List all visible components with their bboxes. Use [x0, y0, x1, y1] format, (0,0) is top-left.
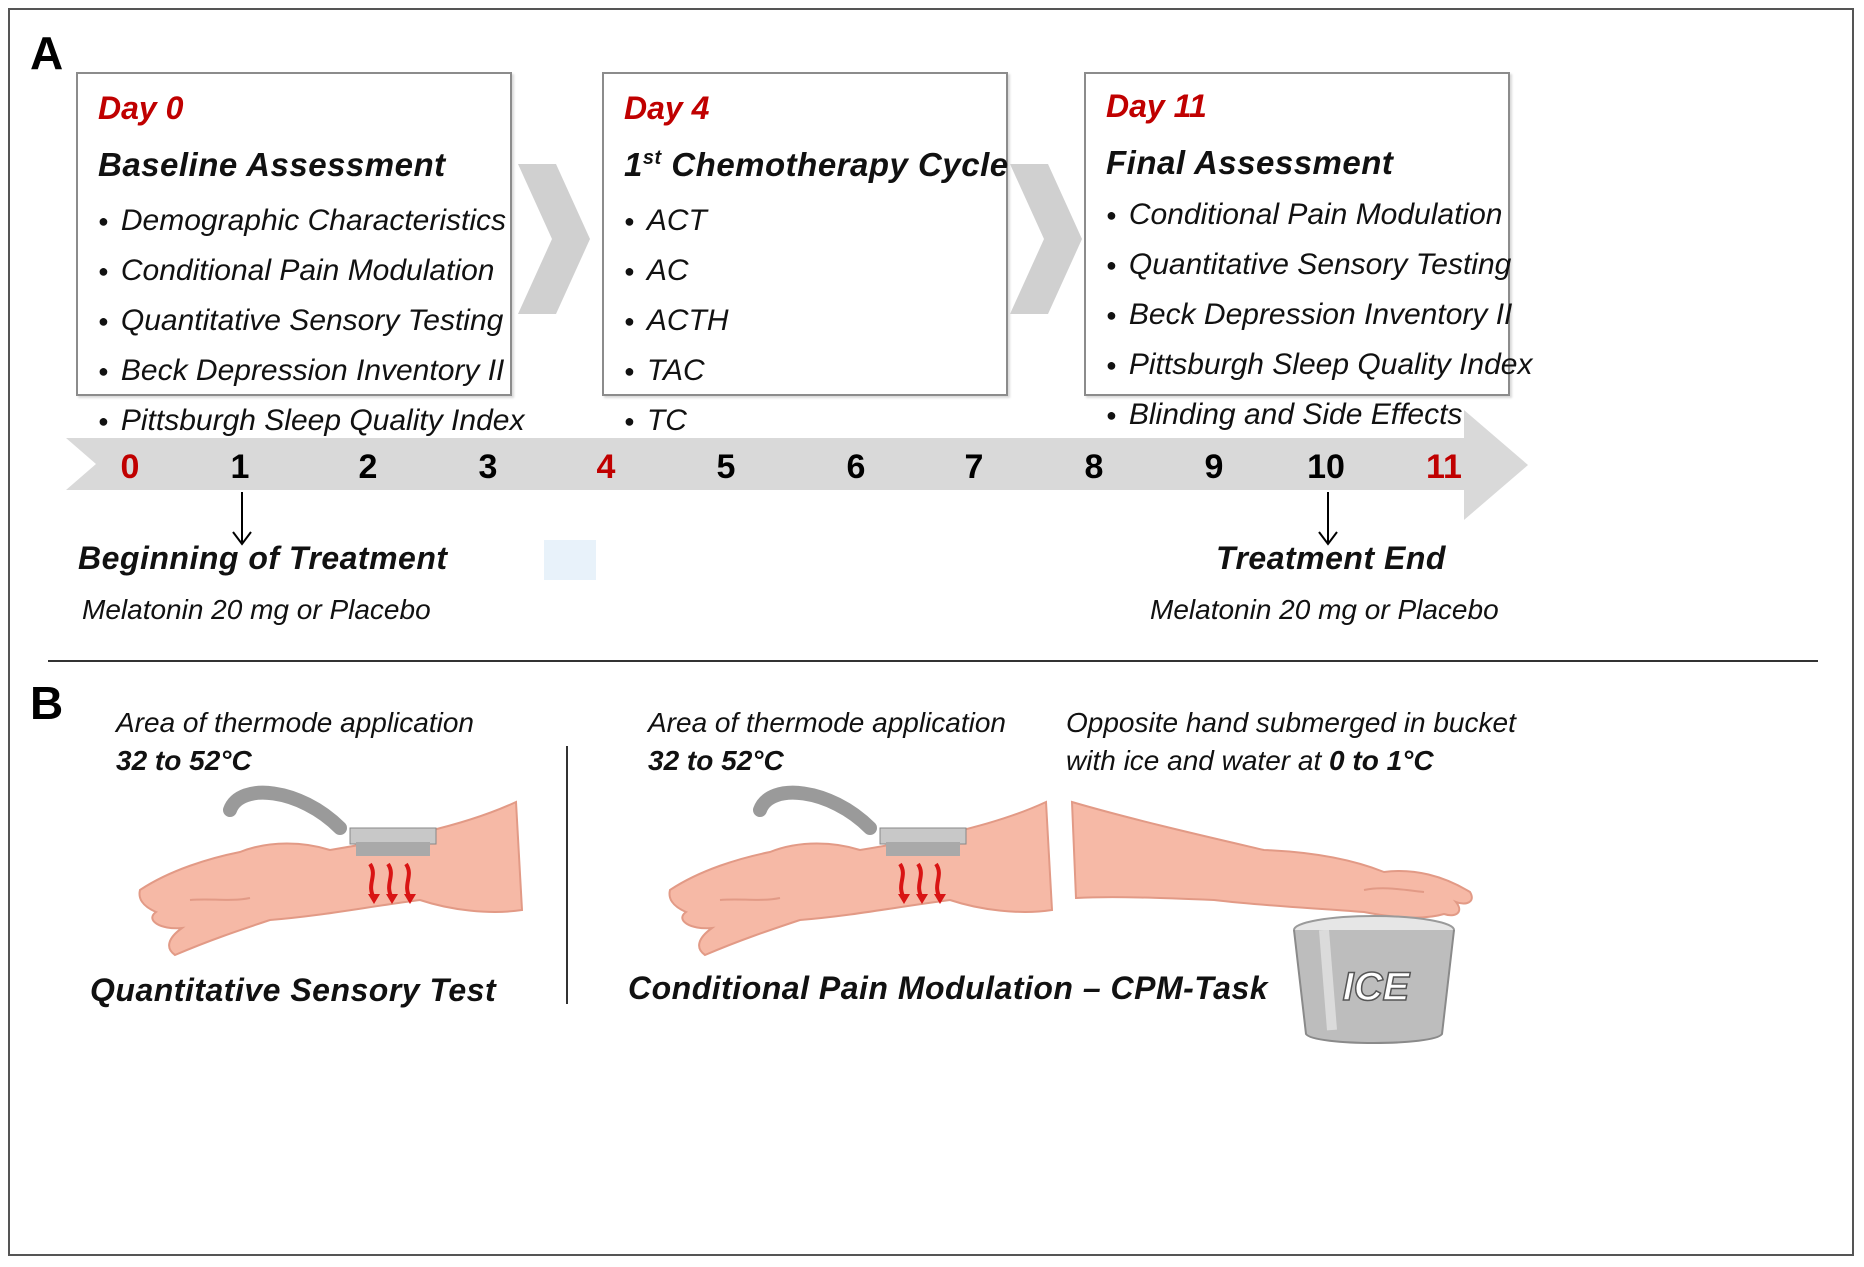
timeline-tick: 11 [1426, 448, 1462, 486]
panel-b-divider [566, 746, 568, 1004]
list-item: ACTH [624, 296, 729, 346]
arm-ice-bucket-illustration: ICE [1070, 800, 1473, 1044]
section-divider [48, 660, 1818, 662]
bucket-description: Opposite hand submerged in bucket with i… [1066, 707, 1516, 776]
cpm-caption: Conditional Pain Modulation – CPM-Task [628, 970, 1269, 1006]
treatment-start-title: Beginning of Treatment [78, 540, 448, 576]
highlight-rectangle [544, 540, 596, 580]
list-item: ACT [624, 196, 729, 246]
timeline-tick: 6 [846, 448, 866, 486]
timeline-tick: 8 [1084, 448, 1104, 486]
timeline-tick: 5 [716, 448, 736, 486]
list-item: AC [624, 246, 729, 296]
panel-a-label: A [30, 27, 64, 79]
cpm-area-label: Area of thermode application 32 to 52°C [648, 707, 1006, 776]
list-item: Conditional Pain Modulation [1106, 190, 1532, 240]
timeline-arrow [66, 410, 1528, 520]
timeline-tick: 2 [358, 448, 378, 486]
list-item: Pittsburgh Sleep Quality Index [1106, 340, 1533, 390]
list-item: Demographic Characteristics [98, 196, 524, 246]
treatment-end-subtitle: Melatonin 20 mg or Placebo [1150, 594, 1499, 625]
treatment-start-subtitle: Melatonin 20 mg or Placebo [82, 594, 431, 625]
timeline-tick: 4 [596, 448, 616, 486]
timeline-tick: 9 [1204, 448, 1224, 486]
down-arrow-icon [232, 492, 252, 546]
treatment-end-title: Treatment End [1216, 540, 1446, 576]
timeline-tick: 1 [230, 448, 250, 486]
list-item: Quantitative Sensory Testing [98, 296, 524, 346]
panel-b-label: B [30, 677, 64, 729]
timeline-tick: 0 [120, 448, 140, 486]
list-item: Blinding and Side Effects [1106, 390, 1532, 440]
list-item: Beck Depression Inventory II [1106, 290, 1532, 340]
day-11-heading: Final Assessment [1106, 144, 1394, 181]
down-arrow-icon [1318, 492, 1338, 546]
day-4-heading: 1st Chemotherapy Cycle [624, 146, 1009, 183]
day-4-box: Day 4 1st Chemotherapy Cycle ACT AC ACTH… [602, 72, 1009, 437]
bucket-label: ICE [1343, 965, 1411, 1009]
day-11-list: Conditional Pain Modulation Quantitative… [1106, 190, 1533, 440]
timeline-tick: 3 [478, 448, 498, 486]
qst-area-label: Area of thermode application 32 to 52°C [116, 707, 474, 776]
day-0-label: Day 0 [98, 90, 184, 126]
day-11-label: Day 11 [1106, 88, 1207, 124]
list-item: Beck Depression Inventory II [98, 346, 524, 396]
figure-frame: A Day 0 Baseline Assessment Demographic … [8, 8, 1854, 1256]
arm-thermode-illustration [668, 785, 1054, 957]
list-item: Pittsburgh Sleep Quality Index [98, 396, 525, 446]
day-11-box: Day 11 Final Assessment Conditional Pain… [1084, 72, 1532, 431]
list-item: Conditional Pain Modulation [98, 246, 524, 296]
timeline-tick: 10 [1307, 448, 1345, 486]
qst-caption: Quantitative Sensory Test [90, 972, 497, 1008]
list-item: TC [624, 396, 729, 446]
chevron-right-icon [518, 164, 590, 314]
day-0-list: Demographic Characteristics Conditional … [98, 196, 525, 446]
day-4-label: Day 4 [624, 90, 710, 126]
list-item: TAC [624, 346, 729, 396]
day-0-heading: Baseline Assessment [98, 146, 446, 183]
day-0-box: Day 0 Baseline Assessment Demographic Ch… [76, 72, 524, 437]
day-4-list: ACT AC ACTH TAC TC [624, 196, 729, 446]
timeline-tick: 7 [964, 448, 984, 486]
list-item: Quantitative Sensory Testing [1106, 240, 1532, 290]
arm-thermode-illustration [138, 785, 524, 957]
chevron-right-icon [1010, 164, 1082, 314]
